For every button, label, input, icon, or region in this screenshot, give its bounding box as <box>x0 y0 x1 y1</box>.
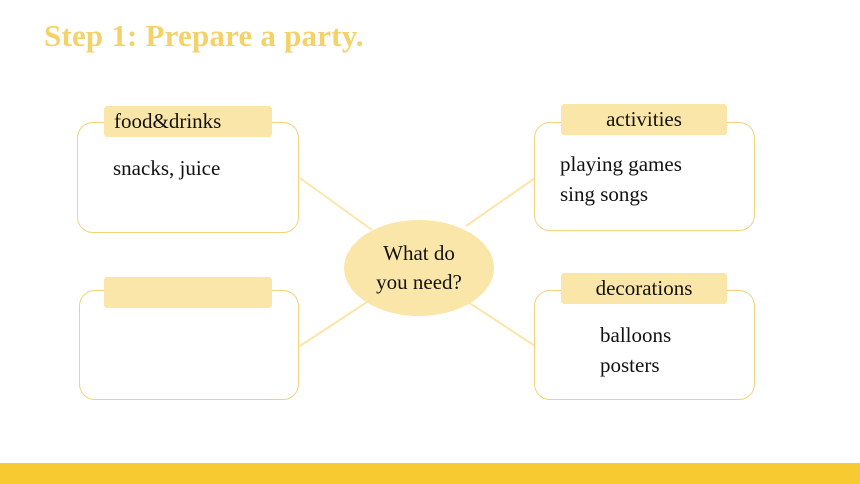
connector-top-right <box>465 177 536 227</box>
connector-top-left <box>299 177 373 231</box>
tag-activities: activities <box>561 104 727 135</box>
box-activities <box>534 122 755 231</box>
box-food-drinks-line-1: snacks, juice <box>113 156 221 180</box>
box-activities-line-2: sing songs <box>560 182 649 206</box>
page-title: Step 1: Prepare a party. <box>44 18 364 53</box>
connector-bottom-right <box>467 301 536 347</box>
connector-bottom-left <box>299 299 371 347</box>
box-decorations-line-1: balloons <box>600 323 672 347</box>
box-empty <box>79 290 299 400</box>
center-question-bubble: What do you need? <box>344 220 494 316</box>
box-decorations-line-2: posters <box>600 353 660 377</box>
box-activities-line-1: playing games <box>560 152 682 176</box>
tag-empty <box>104 277 272 308</box>
bottom-bar <box>0 463 860 484</box>
center-question-text: What do you need? <box>376 241 462 294</box>
tag-decorations: decorations <box>561 273 727 304</box>
tag-food-drinks: food&drinks <box>104 106 272 137</box>
